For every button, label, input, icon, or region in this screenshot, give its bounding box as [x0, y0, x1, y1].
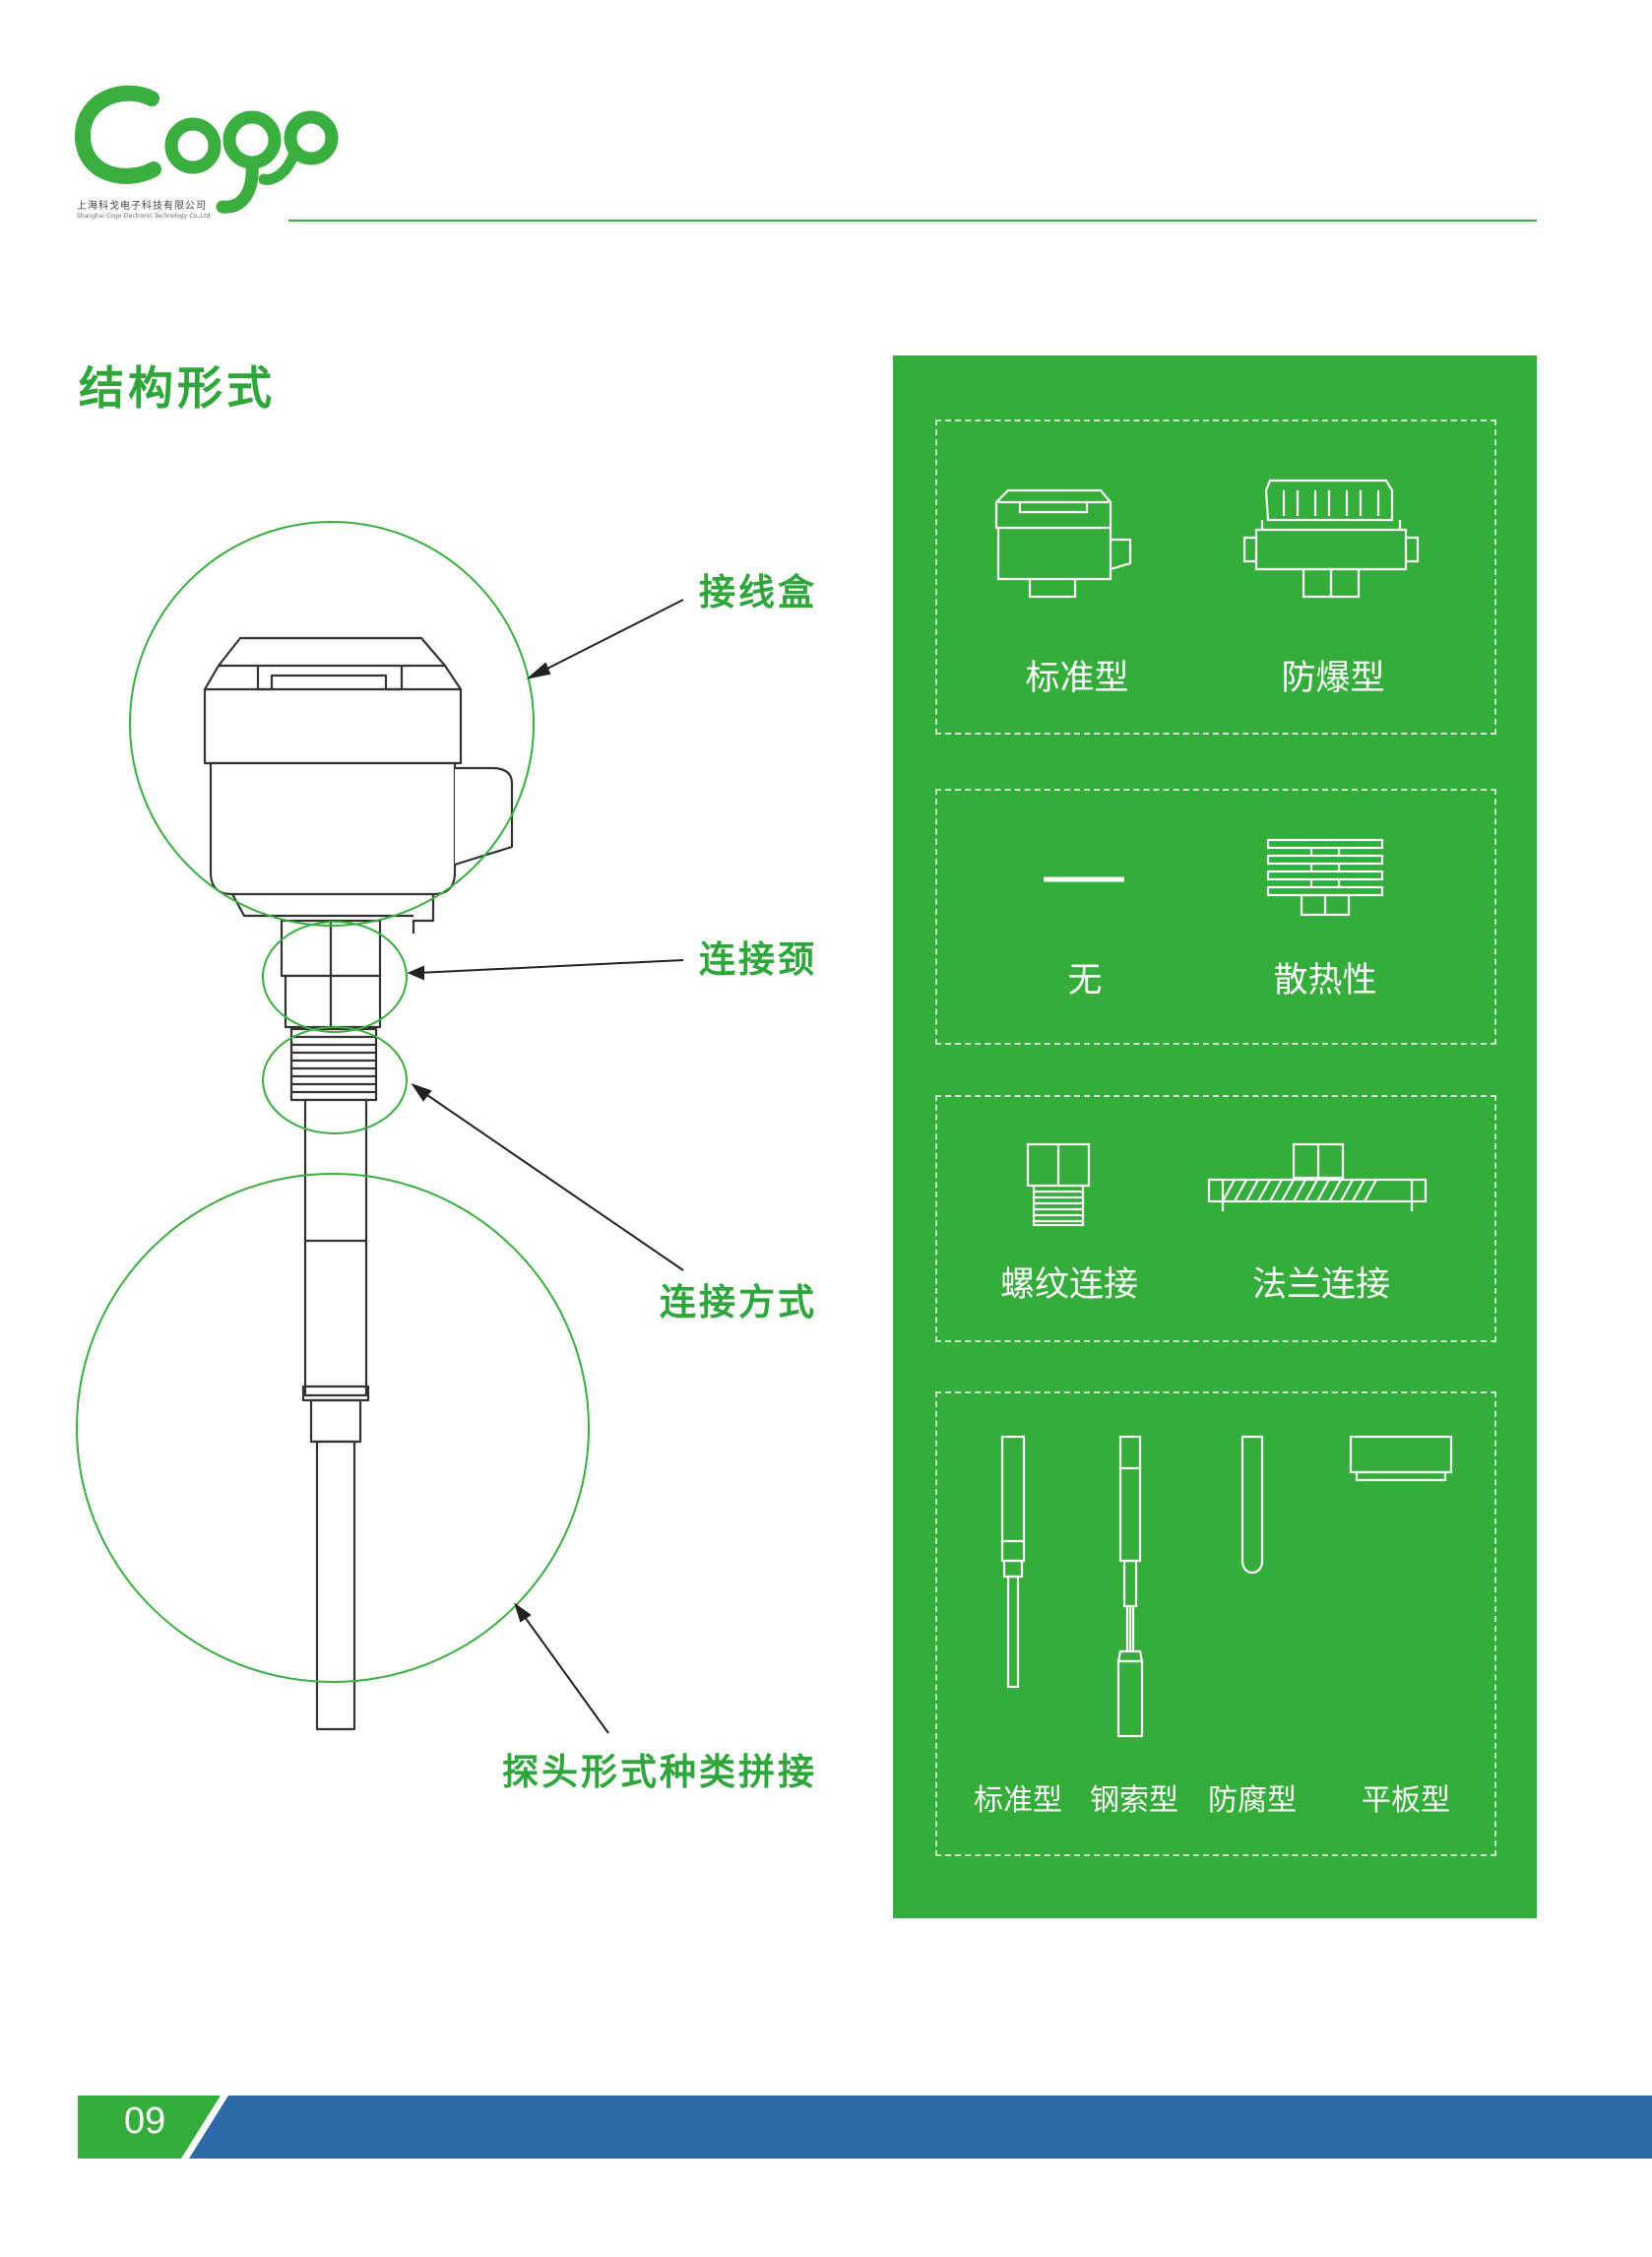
- standard-housing-icon: [994, 488, 1112, 530]
- option-standard-probe: 标准型: [974, 1783, 1062, 1818]
- anti-corrosion-probe-icon: [1240, 1435, 1264, 1575]
- callout-connecting-neck: 连接颈: [699, 938, 817, 981]
- heat-sink-icons: [1044, 838, 1384, 917]
- callout-junction-box: 接线盒: [699, 571, 817, 613]
- heat-sink-options-box: 无 散热性: [935, 789, 1496, 1045]
- option-explosion-proof-housing: 防爆型: [1281, 659, 1385, 698]
- option-flat-plate-probe: 平板型: [1362, 1783, 1450, 1818]
- threaded-connection-icon: [1026, 1142, 1091, 1227]
- connection-icons: [1026, 1142, 1428, 1227]
- footer-bar: [78, 2096, 1652, 2159]
- option-threaded-connection: 螺纹连接: [999, 1265, 1138, 1305]
- page-number: 09: [124, 2100, 166, 2142]
- callout-probe-types: 探头形式种类拼接: [502, 1751, 817, 1793]
- flat-plate-probe-icon: [1349, 1435, 1453, 1482]
- flange-connection-icon: [1207, 1142, 1428, 1211]
- header-divider: [288, 220, 1537, 222]
- company-logo: 上海科戈电子科技有限公司 Shanghai Cogo Electronic Te…: [74, 77, 341, 234]
- heat-sink-icon: [1266, 838, 1384, 917]
- option-flange-connection: 法兰连接: [1251, 1265, 1390, 1305]
- option-anti-corrosion-probe: 防腐型: [1208, 1783, 1297, 1818]
- cogo-logo-mark: [74, 85, 339, 214]
- connection-options-box: 螺纹连接 法兰连接: [935, 1095, 1496, 1342]
- option-no-heat-sink: 无: [1067, 961, 1103, 1000]
- company-name-en: Shanghai Cogo Electronic Technology Co.,…: [77, 213, 211, 220]
- option-heat-sink: 散热性: [1273, 961, 1377, 1000]
- explosion-proof-housing-icon: [1264, 479, 1394, 522]
- housing-icons: [994, 479, 1420, 599]
- standard-probe-icon: [1000, 1435, 1026, 1689]
- housing-options-box: 标准型 防爆型: [935, 419, 1496, 735]
- options-panel: 标准型 防爆型 无 散热性: [893, 355, 1537, 1918]
- probe-options-box: 标准型 钢索型 防腐型 平板型: [935, 1391, 1496, 1856]
- option-cable-probe: 钢索型: [1090, 1783, 1178, 1818]
- company-name-cn: 上海科戈电子科技有限公司: [77, 201, 207, 212]
- probe-icons: [1000, 1435, 1453, 1738]
- callout-connection-method: 连接方式: [660, 1281, 817, 1323]
- page-title: 结构形式: [79, 361, 276, 415]
- cable-probe-icon: [1116, 1435, 1144, 1738]
- option-standard-housing: 标准型: [1025, 659, 1129, 698]
